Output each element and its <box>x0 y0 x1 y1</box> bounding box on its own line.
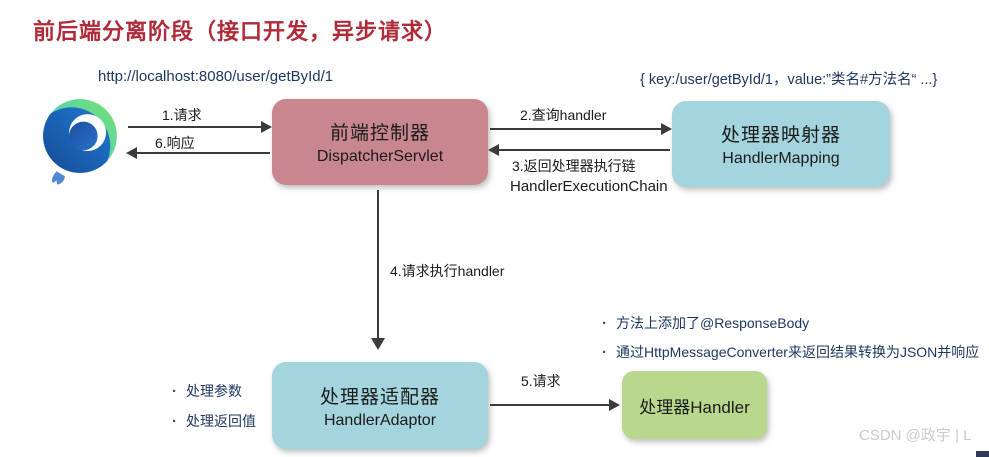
arrow-query-handler <box>490 123 672 135</box>
arrow-return-chain <box>488 144 670 156</box>
request-url-text: http://localhost:8080/user/getById/1 <box>98 68 334 85</box>
node-dispatcher-servlet: 前端控制器 DispatcherServlet <box>272 99 488 185</box>
node-mapping-cn-label: 处理器映射器 <box>720 125 841 146</box>
arrow-call-handler-label: 5.请求 <box>521 373 561 389</box>
adaptor-note-params: · 处理参数 <box>172 381 242 401</box>
arrow-response-label: 6.响应 <box>155 135 195 151</box>
node-handler-label: 处理器Handler <box>639 397 750 417</box>
page-title: 前后端分离阶段（接口开发，异步请求） <box>33 19 448 44</box>
edge-browser-icon <box>38 97 122 185</box>
bullet-icon: · <box>602 315 607 332</box>
edge-logo-graphic <box>43 99 117 185</box>
handler-note-converter: · 通过HttpMessageConverter来返回结果转换为JSON并响应 <box>602 342 979 362</box>
adaptor-note-params-text: 处理参数 <box>186 383 242 399</box>
handler-note-converter-text: 通过HttpMessageConverter来返回结果转换为JSON并响应 <box>616 344 980 360</box>
node-dispatcher-cn-label: 前端控制器 <box>329 123 430 144</box>
arrow-return-chain-en-label: HandlerExecutionChain <box>510 178 668 195</box>
arrow-execute-handler <box>371 190 385 350</box>
node-adaptor-cn-label: 处理器适配器 <box>319 386 440 408</box>
node-handler-adaptor: 处理器适配器 HandlerAdaptor <box>272 362 488 449</box>
node-handler: 处理器Handler <box>622 371 767 439</box>
node-handler-mapping: 处理器映射器 HandlerMapping <box>672 101 890 187</box>
arrow-query-handler-label: 2.查询handler <box>520 107 607 123</box>
bullet-icon: · <box>172 383 177 400</box>
handler-note-responsebody-text: 方法上添加了@ResponseBody <box>616 315 810 331</box>
arrow-return-chain-cn-label: 3.返回处理器执行链 <box>512 158 636 174</box>
adaptor-note-return: · 处理返回值 <box>172 411 256 431</box>
handler-note-responsebody: · 方法上添加了@ResponseBody <box>602 313 809 333</box>
corner-mark <box>976 451 989 457</box>
csdn-watermark: CSDN @政宇 | L <box>859 427 972 444</box>
node-adaptor-en-label: HandlerAdaptor <box>323 411 437 429</box>
arrow-execute-handler-label: 4.请求执行handler <box>390 263 505 279</box>
arrow-call-handler <box>490 399 620 411</box>
arrow-request-label: 1.请求 <box>162 107 202 123</box>
arrow-request <box>128 121 272 133</box>
node-mapping-en-label: HandlerMapping <box>722 150 840 167</box>
mapping-key-value-text: { key:/user/getById/1，value:”类名#方法名“ ...… <box>640 72 938 88</box>
arrow-response <box>126 147 270 159</box>
bullet-icon: · <box>172 413 177 430</box>
bullet-icon: · <box>602 344 607 361</box>
node-dispatcher-en-label: DispatcherServlet <box>316 148 444 165</box>
adaptor-note-return-text: 处理返回值 <box>186 413 256 429</box>
